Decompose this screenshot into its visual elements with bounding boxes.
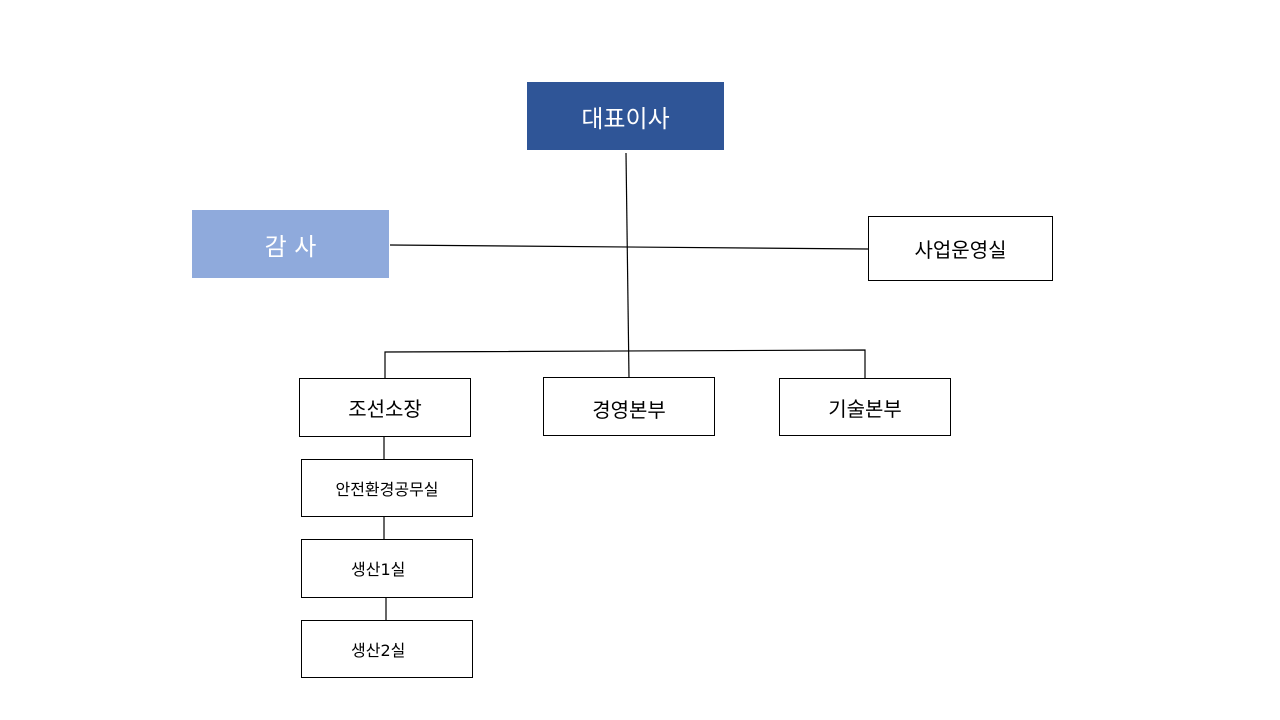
- auditor-box: 감 사: [192, 210, 389, 278]
- shipyard-director-label: 조선소장: [348, 397, 422, 421]
- production-2-box: 생산2실: [301, 620, 473, 678]
- ceo-trunk-line: [625, 152, 630, 379]
- production-1-label: 생산1실: [351, 560, 406, 579]
- safety-env-office-label: 안전환경공무실: [335, 480, 439, 499]
- ceo-box: 대표이사: [527, 82, 724, 150]
- safety-env-office-box: 안전환경공무실: [301, 459, 473, 517]
- technical-division-label: 기술본부: [828, 396, 902, 421]
- business-ops-office-label: 사업운영실: [914, 238, 1007, 262]
- auditor-label: 감 사: [264, 232, 317, 261]
- shipyard-director-box: 조선소장: [299, 378, 471, 437]
- staff-line: [389, 244, 869, 250]
- business-ops-office-box: 사업운영실: [868, 216, 1053, 281]
- management-division-label: 경영본부: [592, 398, 666, 422]
- division-branch-line: [384, 349, 866, 378]
- technical-division-box: 기술본부: [779, 378, 951, 436]
- ceo-label: 대표이사: [581, 104, 670, 133]
- production-2-label: 생산2실: [351, 641, 406, 660]
- management-division-box: 경영본부: [543, 377, 715, 436]
- production-1-box: 생산1실: [301, 539, 473, 598]
